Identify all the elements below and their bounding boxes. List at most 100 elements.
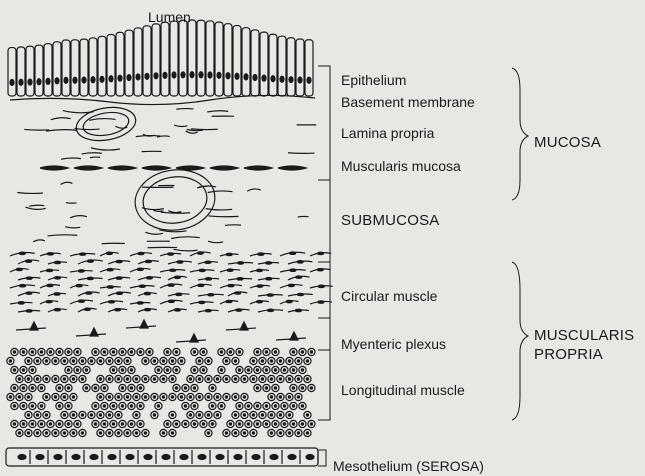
fiber-nucleus <box>112 423 114 425</box>
fiber-nucleus <box>31 423 33 425</box>
fiber-nucleus <box>130 351 132 353</box>
connective-fiber <box>298 216 309 217</box>
fiber-nucleus <box>126 360 128 362</box>
muscle-nucleus <box>107 286 113 288</box>
fiber-nucleus <box>144 432 146 434</box>
fiber-nucleus <box>13 387 15 389</box>
muscle-nucleus <box>86 292 92 294</box>
fiber-nucleus <box>76 351 78 353</box>
mesothelial-nucleus <box>90 455 98 460</box>
fiber-nucleus <box>121 351 123 353</box>
fiber-nucleus <box>171 396 173 398</box>
mesothelial-nucleus <box>252 455 260 460</box>
fiber-nucleus <box>207 396 209 398</box>
epithelial-cell <box>233 26 241 96</box>
fiber-nucleus <box>265 351 267 353</box>
muscle-nucleus <box>54 277 60 279</box>
fiber-nucleus <box>117 414 119 416</box>
epithelial-nucleus <box>46 78 50 84</box>
connective-fiber <box>153 210 163 211</box>
fiber-nucleus <box>63 360 65 362</box>
muscle-nucleus <box>168 284 174 286</box>
muscle-nucleus <box>197 252 203 254</box>
epithelial-nucleus <box>73 77 77 83</box>
fiber-nucleus <box>58 387 60 389</box>
muscle-nucleus <box>139 285 145 287</box>
fiber-nucleus <box>198 414 200 416</box>
muscle-nucleus <box>116 260 122 262</box>
fiber-nucleus <box>301 369 303 371</box>
fiber-nucleus <box>292 405 294 407</box>
fiber-nucleus <box>27 360 29 362</box>
fiber-nucleus <box>63 414 65 416</box>
muscle-nucleus <box>297 293 303 295</box>
fiber-nucleus <box>31 369 33 371</box>
fiber-nucleus <box>153 414 155 416</box>
fiber-nucleus <box>99 414 101 416</box>
fiber-nucleus <box>49 423 51 425</box>
fiber-nucleus <box>36 360 38 362</box>
connective-fiber <box>26 207 46 209</box>
fiber-nucleus <box>252 432 254 434</box>
fiber-nucleus <box>193 423 195 425</box>
fiber-nucleus <box>171 378 173 380</box>
fiber-nucleus <box>270 396 272 398</box>
mesothelial-nucleus <box>18 455 26 460</box>
connective-fiber <box>51 118 71 120</box>
fiber-nucleus <box>18 396 20 398</box>
fiber-nucleus <box>238 405 240 407</box>
ganglion-cell <box>240 322 248 330</box>
fiber-nucleus <box>72 432 74 434</box>
fiber-nucleus <box>117 432 119 434</box>
epithelial-nucleus <box>145 73 149 79</box>
submucosa-fibers <box>17 182 308 251</box>
fiber-nucleus <box>229 423 231 425</box>
fiber-nucleus <box>153 360 155 362</box>
fiber-nucleus <box>117 360 119 362</box>
muscle-nucleus <box>236 309 242 311</box>
epithelial-cell <box>242 28 250 96</box>
fiber-nucleus <box>72 414 74 416</box>
epithelial-cell <box>296 39 304 96</box>
epithelial-nucleus <box>136 74 140 80</box>
fiber-nucleus <box>27 396 29 398</box>
fiber-nucleus <box>112 405 114 407</box>
fiber-nucleus <box>108 396 110 398</box>
fiber-nucleus <box>238 423 240 425</box>
fiber-nucleus <box>198 396 200 398</box>
fiber-nucleus <box>202 369 204 371</box>
muscle-nucleus <box>26 260 32 262</box>
fiber-nucleus <box>81 360 83 362</box>
fiber-nucleus <box>112 351 114 353</box>
muscle-nucleus <box>116 277 122 279</box>
smooth-muscle-cell <box>108 166 136 170</box>
fiber-nucleus <box>45 432 47 434</box>
epithelial-nucleus <box>91 77 95 83</box>
lamina-propria-fibers <box>24 109 316 160</box>
muscle-nucleus <box>26 310 32 312</box>
muscle-nucleus <box>115 308 121 310</box>
fiber-nucleus <box>76 369 78 371</box>
fiber-nucleus <box>171 360 173 362</box>
muscle-nucleus <box>317 268 323 270</box>
fiber-nucleus <box>31 405 33 407</box>
fiber-nucleus <box>211 387 213 389</box>
fiber-nucleus <box>108 414 110 416</box>
epithelial-nucleus <box>226 73 230 79</box>
fiber-nucleus <box>279 414 281 416</box>
connective-fiber <box>208 241 223 243</box>
fiber-nucleus <box>238 369 240 371</box>
epithelial-nucleus <box>127 75 131 81</box>
fiber-nucleus <box>139 351 141 353</box>
epithelial-cell <box>215 22 223 96</box>
fiber-nucleus <box>58 423 60 425</box>
fiber-nucleus <box>216 378 218 380</box>
epithelial-nucleus <box>289 77 293 83</box>
fiber-nucleus <box>67 387 69 389</box>
muscle-nucleus <box>235 292 241 294</box>
ganglion-cell <box>90 328 98 336</box>
fiber-nucleus <box>135 414 137 416</box>
smooth-muscle-cell <box>244 166 272 170</box>
fiber-nucleus <box>58 405 60 407</box>
epithelial-nucleus <box>154 73 158 79</box>
